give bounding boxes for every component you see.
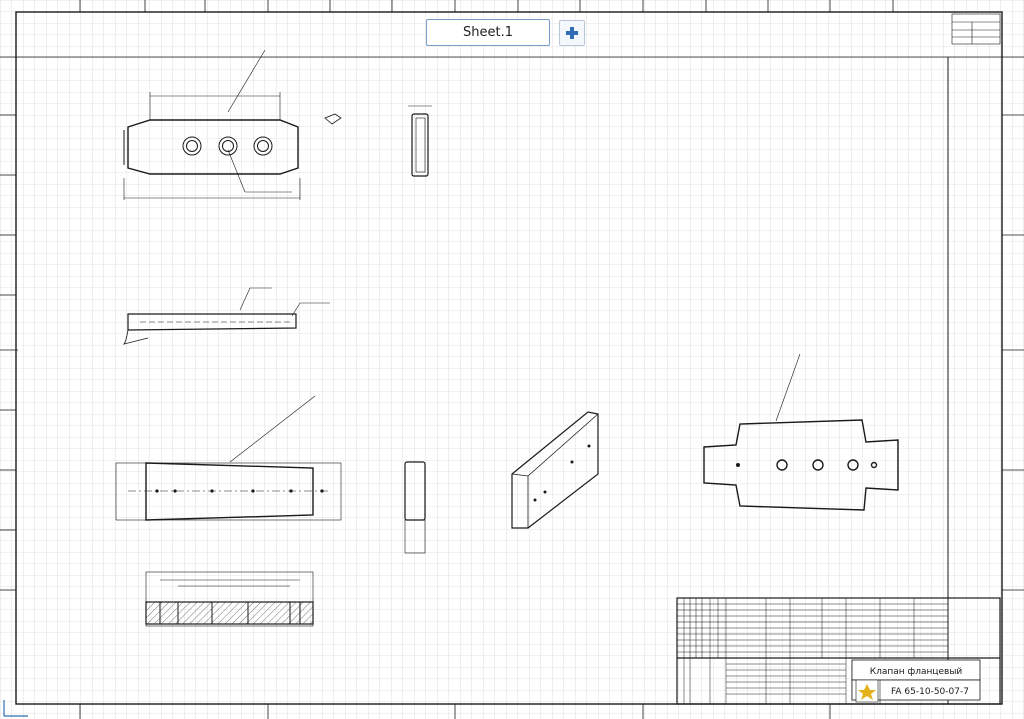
title-block[interactable] <box>676 597 1001 705</box>
part-number-label: FA 65-10-50-07-7 <box>891 687 969 697</box>
view-side[interactable] <box>408 105 432 177</box>
flange-dot <box>736 463 740 467</box>
origin-axes-icon <box>3 700 28 717</box>
view-end[interactable] <box>404 461 426 554</box>
plus-icon <box>566 27 578 39</box>
view-flange[interactable] <box>703 353 899 511</box>
part-name-label: Клапан фланцевый <box>870 667 963 677</box>
view-top[interactable] <box>123 49 342 200</box>
corner-stamp <box>951 13 1001 45</box>
iso-holes <box>533 444 591 502</box>
plan-holes <box>155 489 324 493</box>
view-section[interactable] <box>122 287 330 345</box>
view-isometric[interactable] <box>511 411 599 529</box>
drawing-frame <box>0 11 1024 705</box>
view-plan[interactable] <box>115 395 342 521</box>
sheet-tab[interactable]: Sheet.1 <box>426 19 550 46</box>
view-hatched-section[interactable] <box>145 571 314 627</box>
add-sheet-button[interactable] <box>559 20 585 46</box>
company-logo-icon <box>855 679 879 703</box>
sheet-tab-label: Sheet.1 <box>463 25 513 40</box>
